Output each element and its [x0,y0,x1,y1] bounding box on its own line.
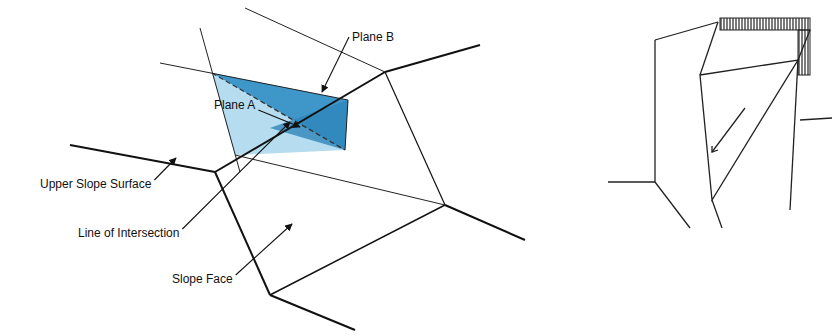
sketch-edge [790,60,798,210]
slope-toe [270,205,445,295]
part-label: Plane B [352,30,394,44]
part-label: Upper Slope Surface [40,177,151,191]
plane-b-face [212,73,348,150]
sketch-edge [712,200,722,228]
plane-b-shade [270,100,348,150]
slope-crest [215,72,385,172]
sketch-arrow [712,108,745,152]
sketch-edge [655,22,718,40]
sketch-wedge [700,60,798,200]
upper-surface-edge [385,45,480,72]
upper-surface-edge [70,145,215,172]
lower-ground-edge [270,295,355,330]
wedge-toe [235,155,445,205]
leader-arrow [258,110,300,127]
sketch-edge [654,40,655,182]
leader-arrow [236,224,292,275]
sketch-edge [800,118,832,120]
joint-trace [160,63,348,100]
part-label: Line of Intersection [78,226,179,240]
hatched-strip [798,30,810,75]
sketch-edge [700,22,718,75]
sketch-edge [655,182,690,228]
lower-ground-edge [445,205,525,240]
sketch-arrow-head [712,146,718,152]
joint-trace [345,100,348,150]
part-label: Slope Face [172,272,233,286]
sketch-edge [608,181,655,182]
leader-arrow [322,37,349,92]
leader-arrow [182,122,290,229]
slope-face-edge [385,72,445,205]
part-label: Plane A [214,98,255,112]
hatched-strip [720,18,810,30]
leader-arrow [154,158,176,180]
